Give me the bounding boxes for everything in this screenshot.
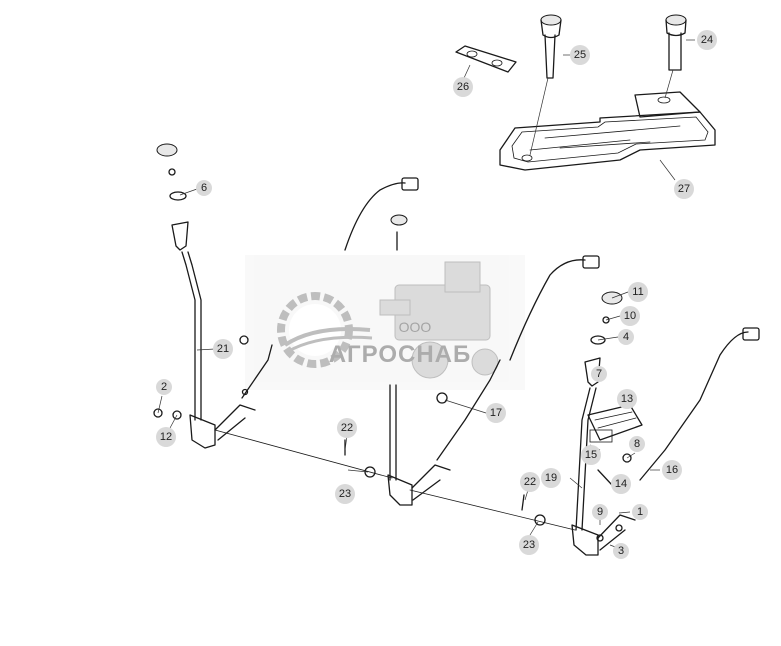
washer-23b: [534, 514, 546, 526]
callout-10: 10: [620, 306, 640, 326]
svg-text:25: 25: [574, 49, 586, 61]
bracket-26: [455, 45, 517, 73]
callout-2: 2: [156, 379, 172, 395]
callout-23-right: 23: [519, 535, 539, 555]
svg-text:12: 12: [160, 431, 172, 443]
svg-text:6: 6: [201, 182, 207, 194]
callout-17: 17: [486, 403, 506, 423]
svg-text:14: 14: [615, 478, 627, 490]
callout-6: 6: [196, 180, 212, 196]
svg-text:22: 22: [524, 476, 536, 488]
svg-text:10: 10: [624, 310, 636, 322]
svg-text:17: 17: [490, 407, 502, 419]
callout-22-right: 22: [520, 472, 540, 492]
floor-plate-tab: [634, 91, 701, 118]
svg-text:16: 16: [666, 464, 678, 476]
callout-14: 14: [611, 474, 631, 494]
callout-22-center: 22: [337, 418, 357, 438]
svg-text:9: 9: [597, 506, 603, 518]
callout-12: 12: [156, 427, 176, 447]
svg-text:1: 1: [637, 506, 643, 518]
callout-19: 19: [541, 468, 561, 488]
svg-text:24: 24: [701, 34, 713, 46]
callout-7: 7: [591, 366, 607, 382]
pin-22b: [521, 494, 525, 511]
center-lever-assembly: [344, 177, 501, 506]
gear-logo-icon: [277, 292, 373, 368]
floor-plate-inner: [511, 116, 709, 163]
callout-27: 27: [674, 179, 694, 199]
svg-text:4: 4: [623, 331, 629, 343]
callout-21: 21: [213, 339, 233, 359]
callout-3: 3: [613, 543, 629, 559]
svg-text:3: 3: [618, 545, 624, 557]
svg-text:26: 26: [457, 81, 469, 93]
callout-24: 24: [697, 30, 717, 50]
pin-24: [665, 14, 687, 71]
bolt-14: [597, 469, 613, 486]
callout-1: 1: [632, 504, 648, 520]
knob-left: [156, 143, 178, 157]
plate-13: [587, 404, 643, 441]
cable-17: [436, 359, 501, 461]
svg-text:23: 23: [339, 488, 351, 500]
svg-text:19: 19: [545, 472, 557, 484]
svg-text:11: 11: [632, 286, 643, 298]
svg-text:8: 8: [634, 438, 640, 450]
cable-16: [639, 331, 749, 481]
harvester-icon: [379, 261, 499, 379]
lever-21-assembly: [153, 143, 273, 449]
floor-plate-assembly: [455, 14, 716, 171]
svg-text:15: 15: [585, 449, 597, 461]
callout-8: 8: [629, 436, 645, 452]
svg-text:22: 22: [341, 422, 353, 434]
center-cable: [344, 182, 406, 251]
callout-4: 4: [618, 329, 634, 345]
svg-text:2: 2: [161, 381, 167, 393]
callout-11: 11: [628, 282, 648, 302]
callout-15: 15: [581, 445, 601, 465]
watermark-company-name: АГРОСНАБ: [329, 341, 472, 368]
lever-rod-21: [181, 251, 202, 421]
center-rod: [389, 384, 397, 481]
pin-25: [540, 14, 562, 79]
callout-13: 13: [617, 389, 637, 409]
svg-text:13: 13: [621, 393, 633, 405]
svg-text:27: 27: [678, 183, 690, 195]
lever-grip: [171, 221, 189, 251]
callout-26: 26: [453, 77, 473, 97]
callout-25: 25: [570, 45, 590, 65]
svg-text:7: 7: [596, 368, 602, 380]
nut-8: [622, 453, 632, 463]
watermark-prefix: ООО: [399, 319, 432, 335]
floor-plate-27: [499, 111, 716, 171]
callout-9: 9: [592, 504, 608, 520]
callout-16: 16: [662, 460, 682, 480]
right-cable: [509, 259, 586, 361]
svg-text:23: 23: [523, 539, 535, 551]
lever-rod-19: [575, 387, 597, 531]
callout-23-center: 23: [335, 484, 355, 504]
svg-text:21: 21: [217, 343, 229, 355]
agrosnab-watermark: ООО АГРОСНАБ: [245, 255, 525, 390]
cross-shaft: [214, 429, 576, 531]
